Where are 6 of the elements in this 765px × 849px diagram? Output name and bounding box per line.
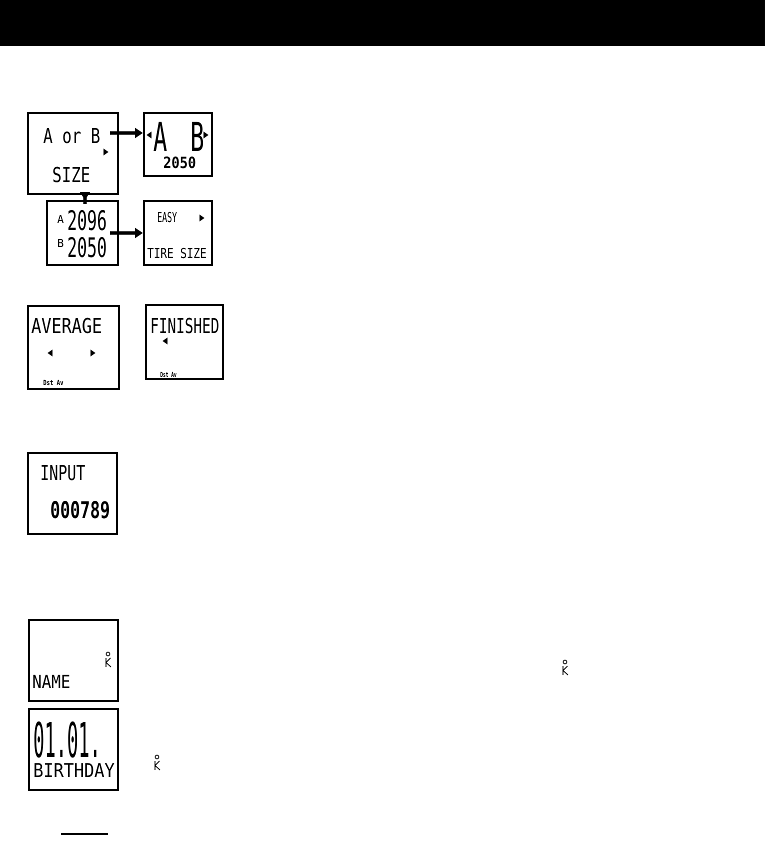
lcd-screen: INPUT 000789	[27, 452, 118, 535]
lcd-screen: NAME	[28, 619, 119, 702]
lcd-screen: EASY TIRE SIZE	[143, 200, 213, 266]
lcd-screen: A or B SIZE	[27, 112, 119, 195]
lcd-screen: 01.01. BIRTHDAY	[28, 708, 119, 791]
lcd-screen: A B 2050	[143, 112, 213, 177]
